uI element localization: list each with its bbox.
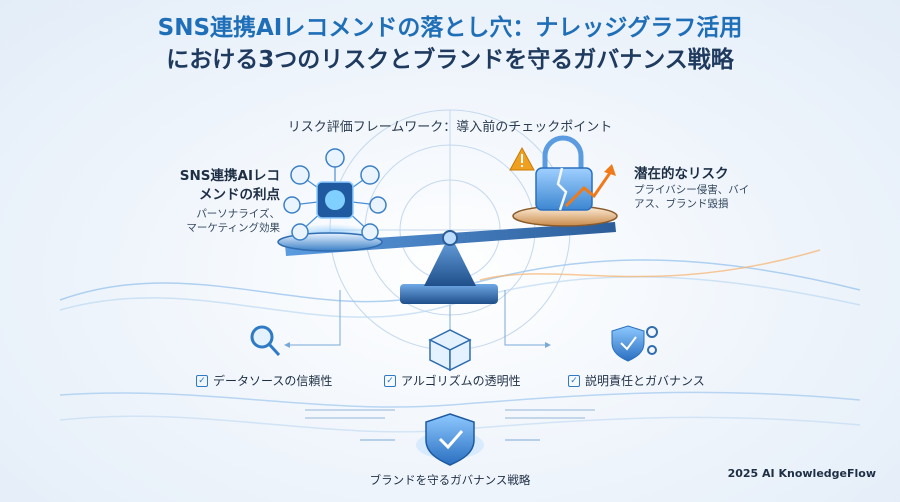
warning-icon — [509, 146, 535, 171]
footer-credit: 2025 AI KnowledgeFlow — [727, 467, 876, 480]
broken-lock-icon — [535, 135, 593, 211]
open-box-icon — [428, 329, 472, 372]
page-title: SNS連携AIレコメンドの落とし穴：ナレッジグラフ活用 における3つのリスクとブ… — [0, 12, 900, 76]
decorative-text-lines — [305, 409, 595, 419]
risk-title: 潜在的なリスク — [634, 166, 729, 182]
governance-shield-icon — [416, 413, 484, 466]
benefit-description: パーソナライズ、 マーケティング効果 — [150, 207, 280, 235]
balance-scale — [277, 205, 618, 304]
benefit-text-line-2: マーケティング効果 — [186, 222, 280, 234]
title-line-1: SNS連携AIレコメンドの落とし穴：ナレッジグラフ活用 — [157, 15, 743, 41]
checkpoint-label: データソースの信頼性 — [213, 374, 333, 388]
checkpoint-label: アルゴリズムの透明性 — [401, 374, 521, 388]
benefit-title-line-2: メンドの利点 — [199, 187, 280, 203]
risk-rising-arrow-icon — [564, 164, 616, 208]
risk-text-line-1: プライバシー侵害、バイ — [634, 184, 750, 196]
checkpoint-data-source: ✓ データソースの信頼性 — [196, 372, 332, 389]
strategy-label: ブランドを守るガバナンス戦略 — [369, 473, 531, 487]
ai-brain-network-icon — [283, 148, 387, 241]
benefit-text-line-1: パーソナライズ、 — [196, 208, 280, 220]
checkbox-icon: ✓ — [568, 374, 580, 387]
risk-description: プライバシー侵害、バイ アス、ブランド毀損 — [634, 183, 774, 211]
checkbox-icon: ✓ — [384, 374, 396, 387]
framework-subtitle: リスク評価フレームワーク：導入前のチェックポイント — [287, 120, 613, 135]
risk-text-line-2: アス、ブランド毀損 — [634, 198, 729, 210]
benefit-title-line-1: SNS連携AIレコ — [179, 168, 280, 184]
benefit-title: SNS連携AIレコ メンドの利点 — [150, 167, 280, 205]
shield-gear-icon — [611, 325, 658, 362]
checkpoint-algorithm: ✓ アルゴリズムの透明性 — [384, 372, 521, 389]
magnifier-icon — [250, 325, 281, 357]
checkpoint-label: 説明責任とガバナンス — [585, 374, 705, 388]
checkpoint-accountability: ✓ 説明責任とガバナンス — [568, 372, 705, 389]
checkbox-icon: ✓ — [196, 374, 208, 387]
title-line-2: における3つのリスクとブランドを守るガバナンス戦略 — [166, 47, 734, 73]
